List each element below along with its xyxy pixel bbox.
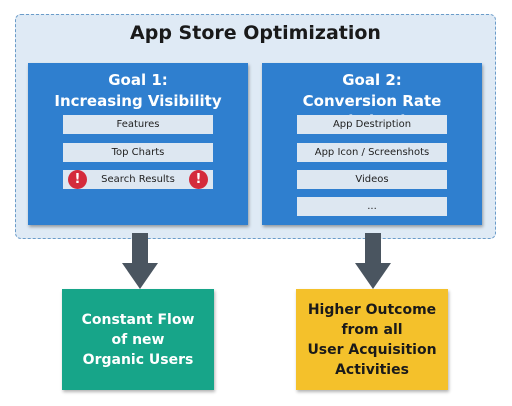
goal-2-item-app-icon-screenshots: App Icon / Screenshots (297, 143, 447, 162)
exclamation-icon: ! (189, 170, 208, 189)
goal-1-label: Goal 1: (108, 71, 168, 89)
goal-1-item-search-results: ! Search Results ! (63, 170, 213, 189)
goal-2-label: Goal 2: (342, 71, 402, 89)
exclamation-icon: ! (68, 170, 87, 189)
arrow-down-icon (355, 233, 391, 289)
goal-2-item-more: ... (297, 197, 447, 216)
goal-2-item-videos: Videos (297, 170, 447, 189)
outcome-user-acquisition: Higher Outcome from all User Acquisition… (296, 289, 448, 390)
arrow-down-icon (122, 233, 158, 289)
goal-2-box: Goal 2: Conversion Rate Optimization App… (262, 63, 482, 225)
goal-1-item-top-charts: Top Charts (63, 143, 213, 162)
goal-1-item-features: Features (63, 115, 213, 134)
goal-1-box: Goal 1: Increasing Visibility Features T… (28, 63, 248, 225)
diagram-title: App Store Optimization (130, 22, 381, 44)
goal-2-item-app-description: App Destription (297, 115, 447, 134)
outcome-organic-users: Constant Flow of new Organic Users (62, 289, 214, 390)
goal-1-title: Increasing Visibility (54, 92, 222, 110)
